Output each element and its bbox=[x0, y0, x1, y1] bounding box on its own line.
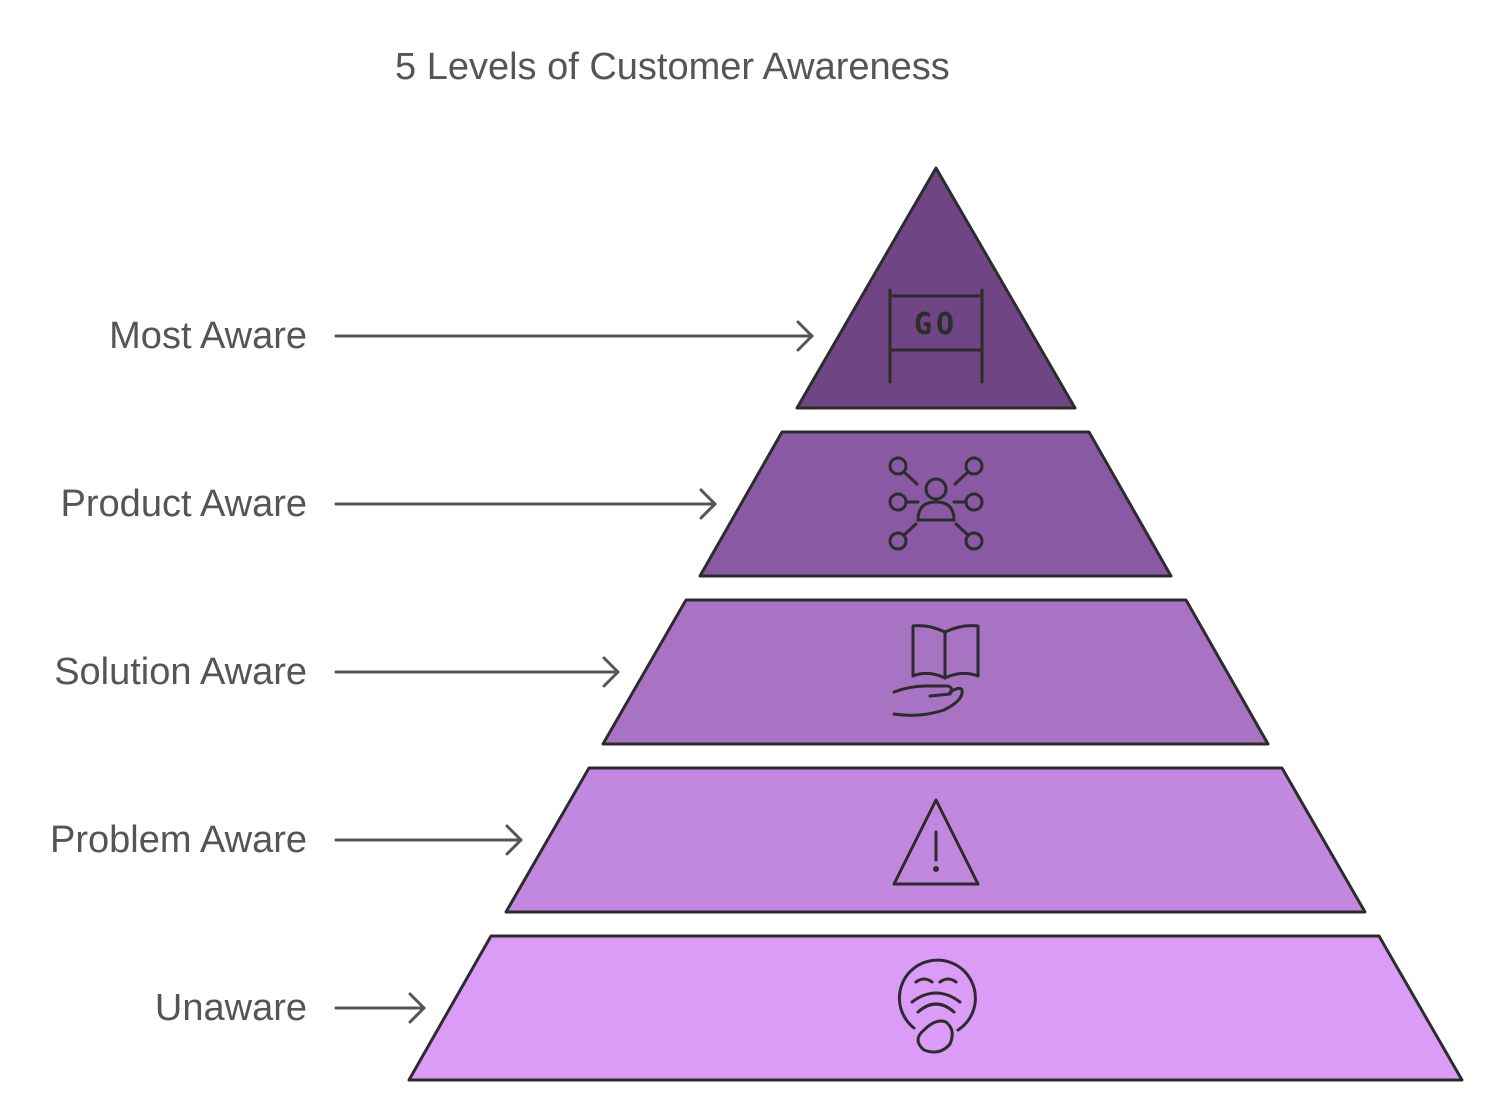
pyramid-level-most-aware bbox=[795, 166, 1077, 410]
arrow-unaware bbox=[334, 992, 426, 1024]
diagram-title: 5 Levels of Customer Awareness bbox=[395, 46, 950, 88]
hand-book-icon bbox=[892, 624, 980, 717]
arrow-product-aware bbox=[334, 488, 717, 520]
go-sign-icon: GO bbox=[888, 288, 984, 384]
level-label-most-aware: Most Aware bbox=[109, 315, 307, 357]
arrow-problem-aware bbox=[334, 824, 523, 856]
network-person-icon bbox=[888, 456, 984, 551]
level-label-problem-aware: Problem Aware bbox=[50, 819, 307, 861]
pyramid-level-product-aware bbox=[698, 430, 1173, 578]
arrow-solution-aware bbox=[334, 656, 620, 688]
go-sign-text: GO bbox=[914, 307, 958, 342]
level-label-solution-aware: Solution Aware bbox=[54, 651, 307, 693]
pyramid-level-unaware bbox=[407, 934, 1464, 1082]
arrow-most-aware bbox=[334, 320, 814, 352]
pyramid-level-solution-aware bbox=[601, 598, 1270, 746]
sleeping-face-icon bbox=[897, 958, 977, 1054]
level-label-product-aware: Product Aware bbox=[60, 483, 307, 525]
warning-triangle-icon bbox=[892, 798, 980, 886]
level-label-unaware: Unaware bbox=[154, 987, 307, 1029]
